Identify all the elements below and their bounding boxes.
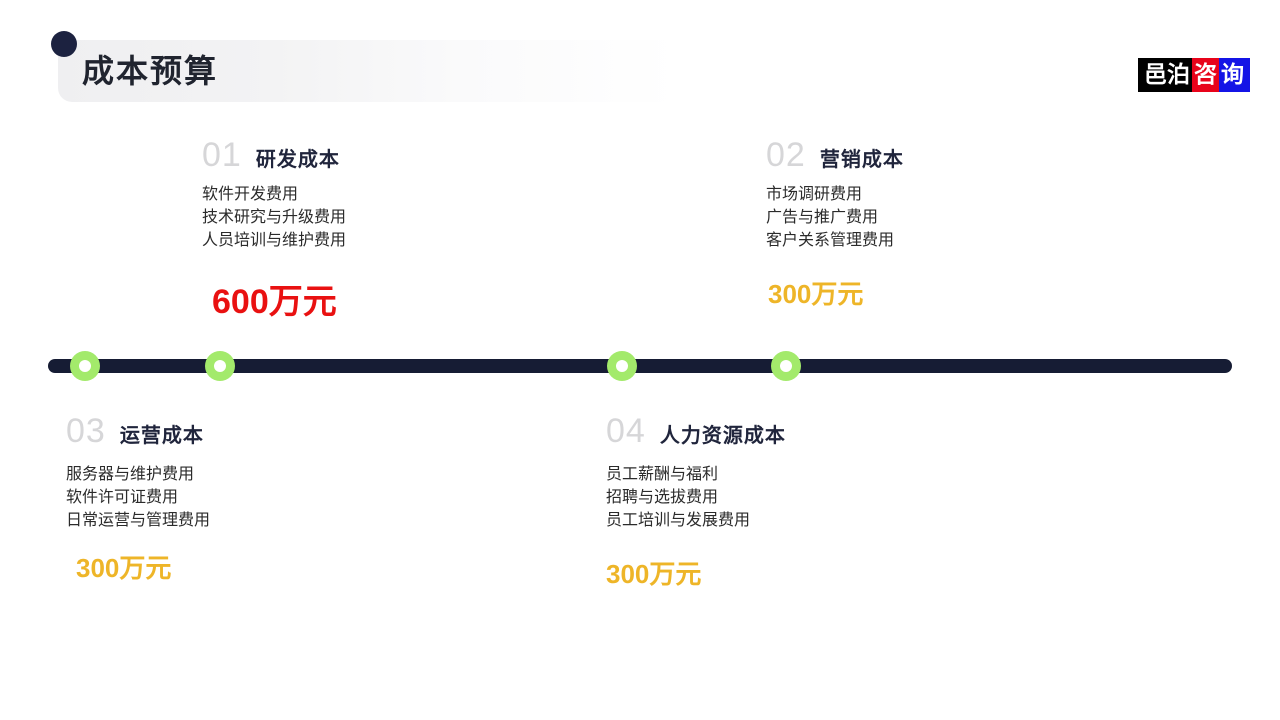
cost-block-3: 03 运营成本 服务器与维护费用 软件许可证费用 日常运营与管理费用 300万元 bbox=[66, 412, 210, 585]
cost-block-2: 02 营销成本 市场调研费用 广告与推广费用 客户关系管理费用 300万元 bbox=[766, 136, 904, 311]
cost-block-4: 04 人力资源成本 员工薪酬与福利 招聘与选拔费用 员工培训与发展费用 300万… bbox=[606, 412, 786, 591]
cost-block-3-items: 服务器与维护费用 软件许可证费用 日常运营与管理费用 bbox=[66, 463, 210, 532]
header-accent-dot bbox=[51, 31, 77, 57]
cost-block-4-item-3: 员工培训与发展费用 bbox=[606, 512, 751, 529]
cost-block-1-item-1: 软件开发费用 bbox=[202, 186, 299, 203]
cost-block-2-title: 营销成本 bbox=[819, 149, 904, 171]
cost-block-2-items: 市场调研费用 广告与推广费用 客户关系管理费用 bbox=[766, 183, 904, 252]
timeline bbox=[48, 351, 1232, 381]
cost-block-3-number: 03 bbox=[66, 412, 106, 450]
cost-block-1-header: 01 研发成本 bbox=[202, 136, 346, 175]
cost-block-3-title: 运营成本 bbox=[119, 425, 204, 447]
timeline-node-2[interactable] bbox=[204, 351, 235, 381]
cost-block-2-number: 02 bbox=[766, 136, 806, 174]
cost-block-2-item-1: 市场调研费用 bbox=[766, 186, 863, 203]
cost-block-3-item-2: 软件许可证费用 bbox=[66, 489, 179, 506]
cost-block-3-item-1: 服务器与维护费用 bbox=[66, 466, 195, 483]
cost-block-1-title: 研发成本 bbox=[255, 149, 340, 171]
cost-block-1-items: 软件开发费用 技术研究与升级费用 人员培训与维护费用 bbox=[202, 183, 346, 252]
cost-block-2-amount: 300万元 bbox=[768, 279, 864, 309]
cost-block-4-number: 04 bbox=[606, 412, 646, 450]
page-title: 成本预算 bbox=[82, 53, 219, 89]
timeline-node-3[interactable] bbox=[607, 351, 638, 381]
brand-logo: 邑泊 咨 询 bbox=[1138, 58, 1250, 92]
cost-block-4-items: 员工薪酬与福利 招聘与选拔费用 员工培训与发展费用 bbox=[606, 463, 786, 532]
cost-block-3-amount: 300万元 bbox=[76, 553, 172, 583]
cost-block-3-item-3: 日常运营与管理费用 bbox=[66, 512, 211, 529]
logo-segment-blue: 询 bbox=[1219, 58, 1250, 92]
cost-block-1-item-2: 技术研究与升级费用 bbox=[202, 209, 347, 226]
timeline-node-4[interactable] bbox=[770, 351, 801, 381]
cost-block-2-item-2: 广告与推广费用 bbox=[766, 209, 879, 226]
logo-segment-black: 邑泊 bbox=[1138, 58, 1192, 92]
cost-block-1-amount: 600万元 bbox=[212, 283, 337, 321]
cost-block-1-number: 01 bbox=[202, 136, 242, 174]
cost-block-4-amount: 300万元 bbox=[606, 559, 702, 589]
cost-block-4-item-2: 招聘与选拔费用 bbox=[606, 489, 719, 506]
cost-block-2-item-3: 客户关系管理费用 bbox=[766, 232, 895, 249]
cost-block-4-header: 04 人力资源成本 bbox=[606, 412, 786, 451]
cost-block-4-item-1: 员工薪酬与福利 bbox=[606, 466, 719, 483]
logo-segment-red: 咨 bbox=[1192, 58, 1219, 92]
cost-block-3-header: 03 运营成本 bbox=[66, 412, 210, 451]
cost-block-1: 01 研发成本 软件开发费用 技术研究与升级费用 人员培训与维护费用 600万元 bbox=[202, 136, 346, 323]
timeline-bar bbox=[48, 359, 1232, 373]
cost-block-1-item-3: 人员培训与维护费用 bbox=[202, 232, 347, 249]
header-band bbox=[58, 40, 678, 102]
timeline-node-1[interactable] bbox=[69, 351, 100, 381]
cost-block-2-header: 02 营销成本 bbox=[766, 136, 904, 175]
cost-block-4-title: 人力资源成本 bbox=[659, 425, 786, 447]
